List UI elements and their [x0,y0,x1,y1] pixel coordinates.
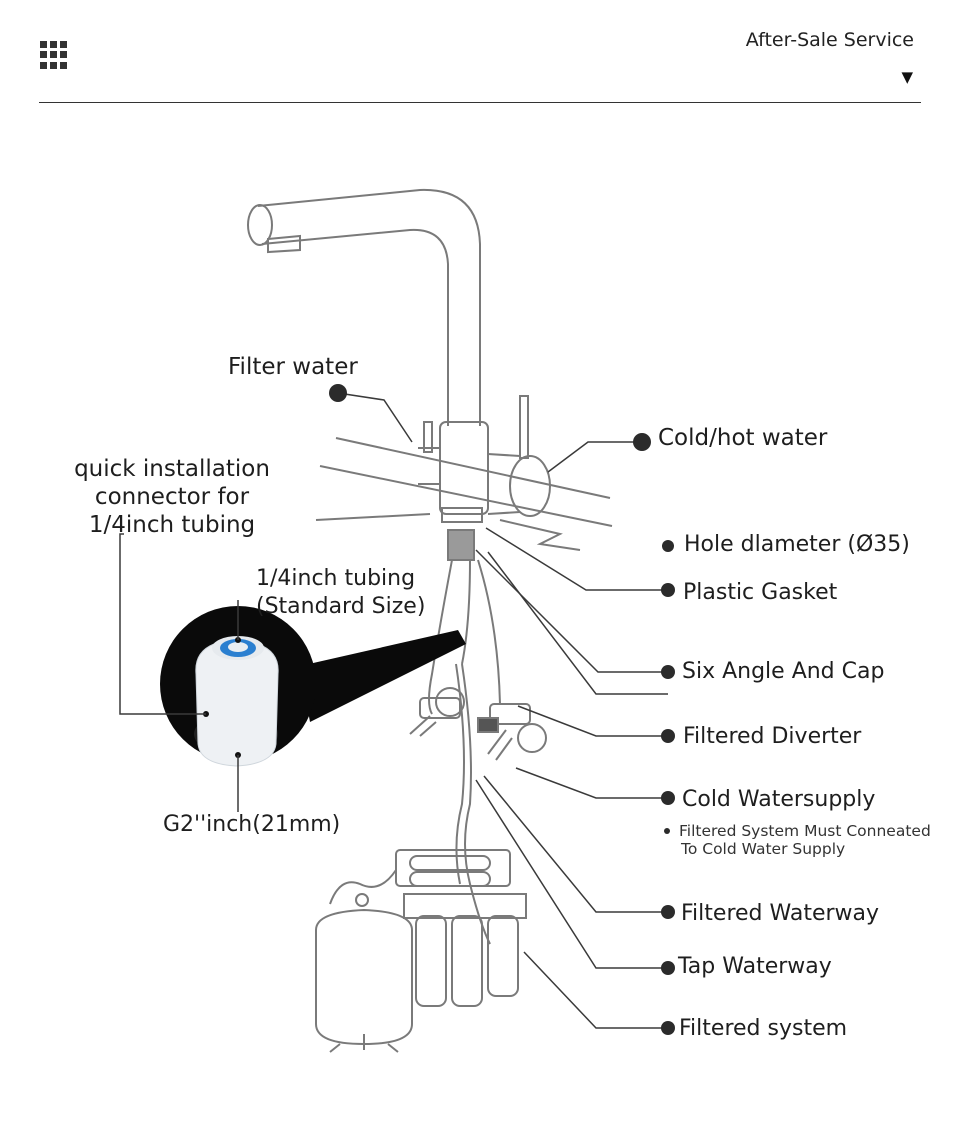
label-quick-connector-2: connector for [94,484,250,510]
label-filtered-diverter: Filtered Diverter [683,724,862,749]
connector-inset [160,606,466,767]
label-note-2: To Cold Water Supply [681,840,846,858]
label-hole-diameter: Hole dlameter (Ø35) [684,532,910,557]
label-filtered-waterway: Filtered Waterway [681,901,880,926]
label-thread-size: G2''inch(21mm) [163,812,341,837]
after-sale-service-link[interactable]: After-Sale Service [745,29,914,51]
grid-menu-icon[interactable] [40,41,68,69]
diagram-drawing [119,188,675,1053]
label-cold-hot-water: Cold/hot water [658,425,828,451]
header-divider [39,102,921,103]
label-six-angle-cap: Six Angle And Cap [682,659,885,684]
label-filter-water: Filter water [228,354,358,380]
faucet-installation-diagram: Filter water Cold/hot water quick instal… [0,104,960,1104]
label-tap-waterway: Tap Waterway [678,954,832,979]
label-filtered-system: Filtered system [679,1016,848,1041]
label-quick-connector-3: 1/4inch tubing [88,512,256,538]
label-tubing-2: (Standard Size) [256,594,426,619]
label-cold-watersupply: Cold Watersupply [682,787,876,812]
faucet-outline [247,188,613,1053]
label-tubing-1: 1/4inch tubing [256,566,416,591]
label-plastic-gasket: Plastic Gasket [683,580,838,605]
label-quick-connector-1: quick installation [74,456,270,482]
page-header: After-Sale Service ▼ [0,0,960,104]
label-note-1: Filtered System Must Conneated [679,822,931,840]
leader-lines [119,392,668,1029]
label-dots [329,384,675,1035]
triangle-down-icon[interactable]: ▼ [901,68,913,86]
